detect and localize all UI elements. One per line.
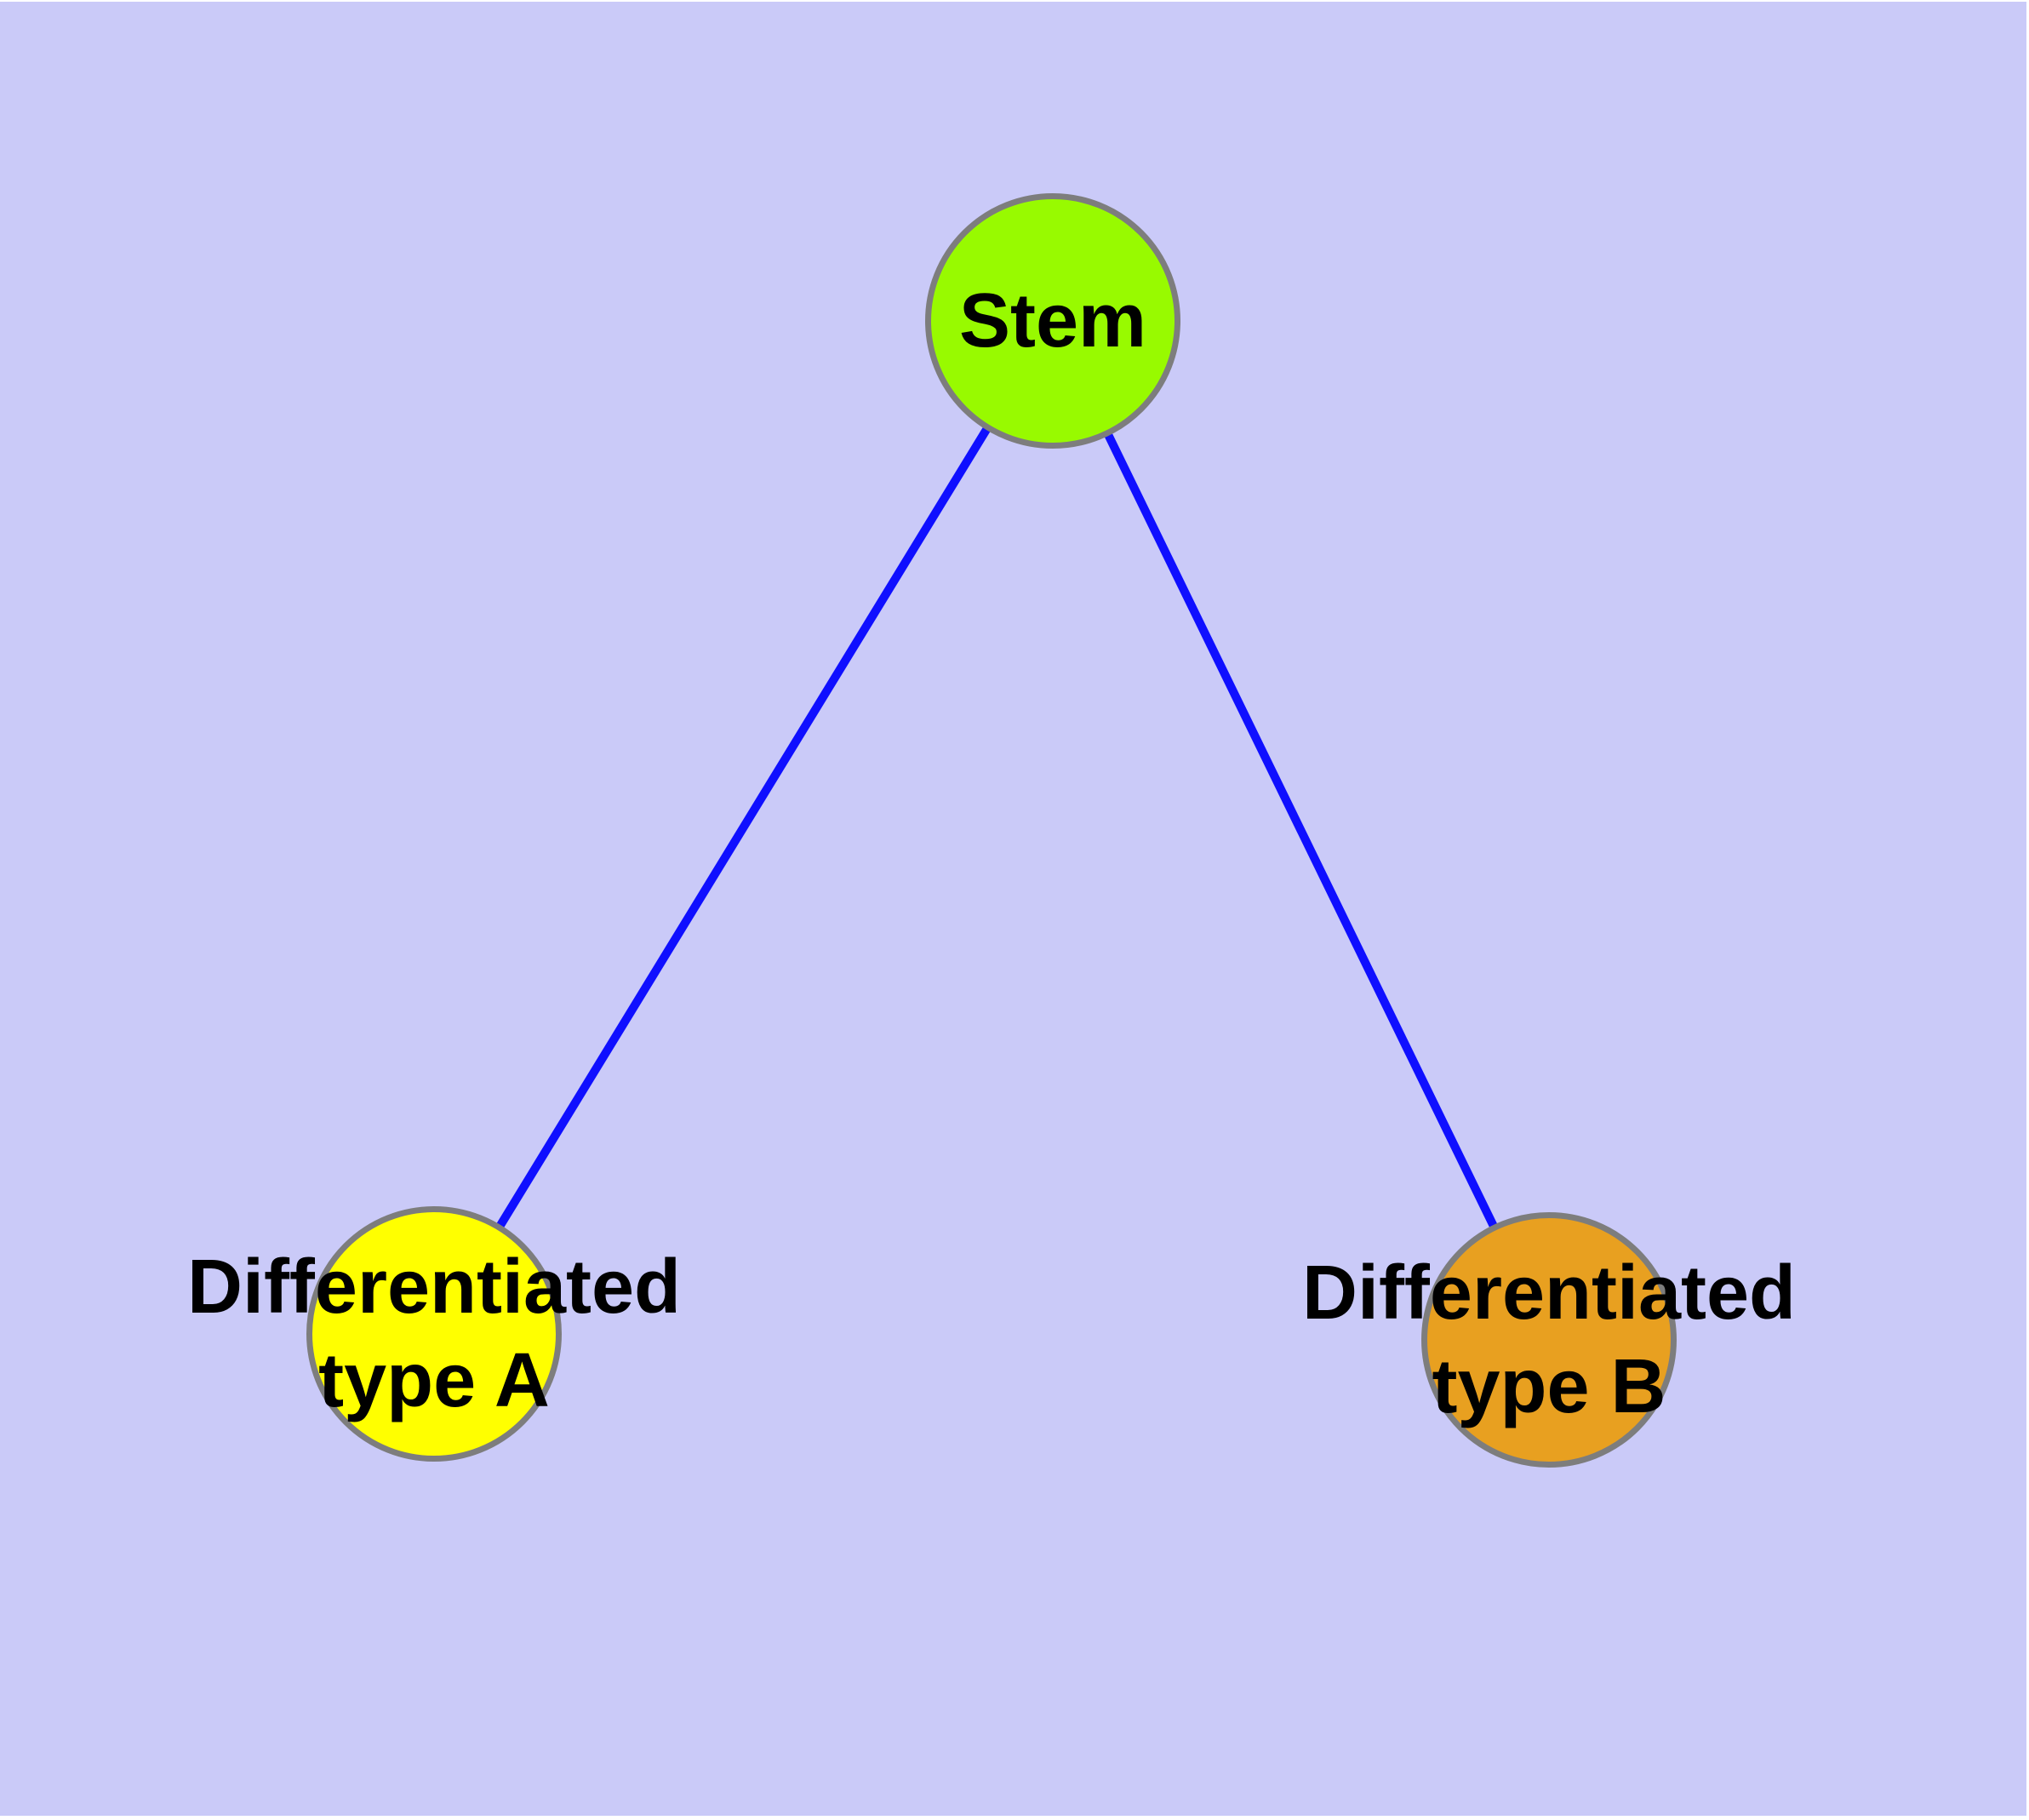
edge-stem-to-type-b xyxy=(1049,318,1553,1342)
differentiated-type-a-node-label: Differentiated type A xyxy=(94,1240,774,1428)
differentiated-type-a-node xyxy=(306,1206,562,1462)
type-a-label-line1: Differentiated xyxy=(186,1245,682,1330)
stem-node-label: Stem xyxy=(712,274,1393,368)
stem-node-label-text: Stem xyxy=(958,278,1147,363)
type-b-label-line1: Differentiated xyxy=(1301,1251,1797,1336)
edge-stem-to-type-a xyxy=(430,318,1057,1336)
differentiated-type-b-node xyxy=(1421,1212,1677,1468)
type-a-label-line2: type A xyxy=(318,1338,550,1423)
type-b-label-line2: type B xyxy=(1432,1344,1666,1429)
differentiated-type-b-node-label: Differentiated type B xyxy=(1209,1246,1889,1434)
stem-node xyxy=(925,193,1180,449)
